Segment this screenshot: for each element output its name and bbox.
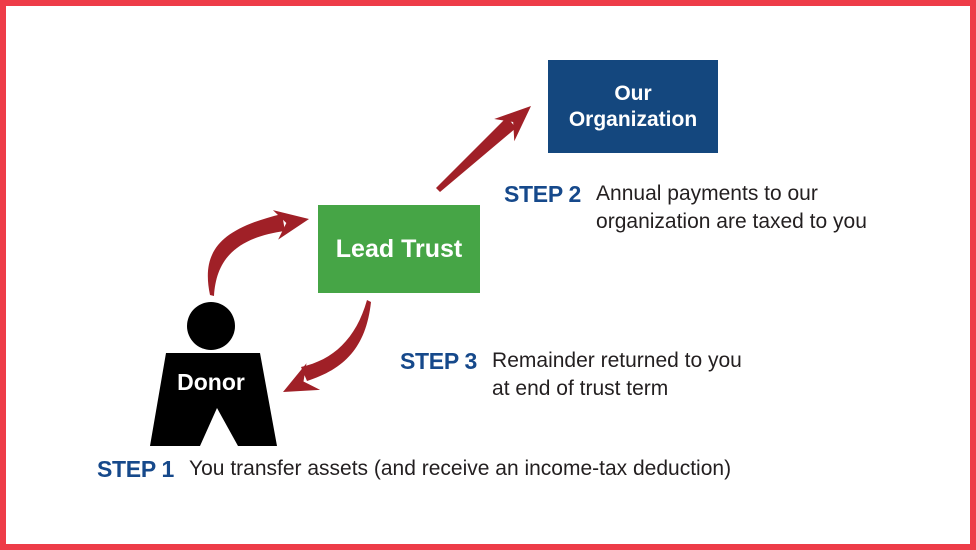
step-1-caption: STEP 1 You transfer assets (and receive … [97, 455, 731, 483]
step-2-text-line1: Annual payments to our [596, 182, 818, 205]
lead-trust-box-label: Lead Trust [335, 234, 463, 263]
step-1-text: You transfer assets (and receive an inco… [189, 455, 731, 483]
organization-box-label-line2: Organization [568, 107, 698, 131]
step-3-label: STEP 3 [400, 348, 478, 374]
step-3-caption: STEP 3 Remainder returned to you at end … [400, 347, 742, 403]
step-3-text-line1: Remainder returned to you [492, 349, 742, 372]
donor-label: Donor [177, 369, 245, 395]
donor-body-icon [150, 353, 277, 446]
organization-box: Our Organization [548, 60, 718, 153]
step-2-caption: STEP 2 Annual payments to our organizati… [504, 180, 867, 236]
donor-head-icon [187, 302, 235, 350]
step-3-text-line2: at end of trust term [492, 377, 669, 400]
step-2-text: Annual payments to our organization are … [596, 180, 867, 236]
step-2-label: STEP 2 [504, 181, 582, 207]
organization-box-label-line1: Our [614, 81, 652, 105]
arrow-trust-to-organization-icon [436, 106, 531, 192]
step-1-text-line1: You transfer assets (and receive an inco… [189, 457, 732, 480]
arrow-trust-to-donor-icon [283, 300, 371, 392]
step-2-text-line2: organization are taxed to you [596, 210, 867, 233]
arrow-donor-to-trust-icon [207, 210, 309, 296]
step-3-text: Remainder returned to you at end of trus… [492, 347, 742, 403]
step-1-label: STEP 1 [97, 456, 175, 482]
lead-trust-box: Lead Trust [318, 205, 480, 293]
donor-figure-icon [150, 302, 277, 446]
